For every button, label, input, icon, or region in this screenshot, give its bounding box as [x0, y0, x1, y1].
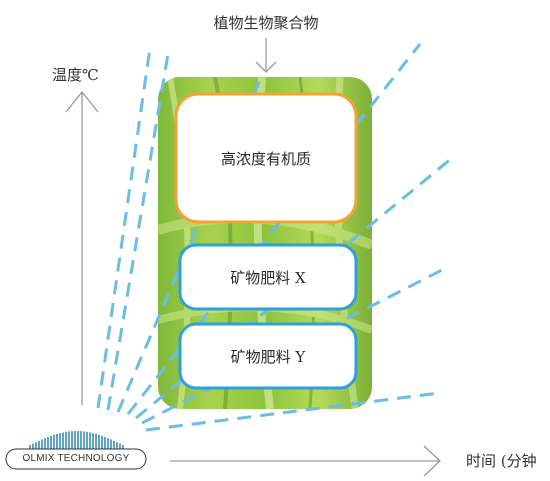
ray-4	[126, 43, 422, 415]
mineral-x-box-shape	[178, 243, 358, 311]
mineral-fertilizer-y-label: 矿物肥料 Y	[230, 347, 306, 366]
y-axis-arrowhead	[65, 90, 99, 113]
top-arrow-head	[255, 61, 277, 73]
mineral-fertilizer-x-label: 矿物肥料 X	[230, 268, 306, 287]
top-label: 植物生物聚合物	[213, 14, 319, 32]
y-axis-label: 温度℃	[52, 66, 99, 84]
mineral-fertilizer-y-box: 矿物肥料 Y	[180, 324, 356, 388]
olmix-logo	[5, 431, 147, 470]
logo-text: OLMIX TECHNOLOGY	[22, 453, 130, 464]
ray-1	[96, 47, 152, 409]
organic-matter-box: 高浓度有机质	[176, 94, 356, 222]
organic-matter-label: 高浓度有机质	[220, 149, 311, 168]
x-axis-label: 时间 (分钟	[466, 452, 537, 470]
x-axis-arrowhead	[423, 445, 441, 477]
ray-7	[145, 391, 441, 432]
mineral-fertilizer-x-box: 矿物肥料 X	[180, 245, 356, 309]
organic-matter-box-shape	[174, 92, 358, 224]
ray-2	[106, 53, 170, 411]
mineral-y-box-shape	[178, 322, 358, 390]
axes	[65, 38, 441, 477]
